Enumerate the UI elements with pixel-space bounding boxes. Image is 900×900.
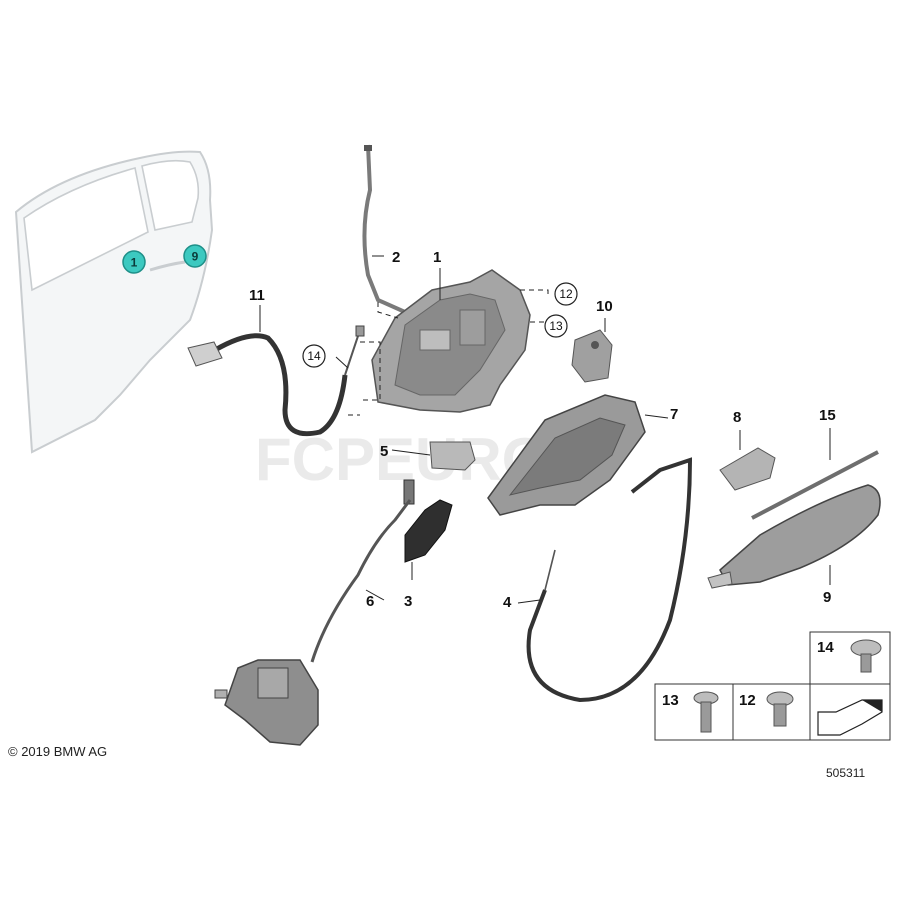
door-marker-9-label: 9 xyxy=(192,250,199,264)
part-11-cable xyxy=(187,325,365,437)
part-5-clip xyxy=(429,441,476,471)
part-2-rod xyxy=(362,144,406,314)
door-marker-1[interactable]: 1 xyxy=(122,250,146,274)
callout-2: 2 xyxy=(392,249,400,266)
latch-assembly xyxy=(214,659,319,746)
callout-7: 7 xyxy=(670,406,678,423)
callout-14: 14 xyxy=(307,349,321,363)
screw-12-icon xyxy=(766,691,794,727)
callout-circle-12: 12 xyxy=(554,282,578,306)
part-8-cover xyxy=(719,447,776,491)
copyright-notice: © 2019 BMW AG xyxy=(8,744,108,759)
screw-13-icon xyxy=(693,691,719,733)
callout-15: 15 xyxy=(819,407,836,424)
callout-circle-14: 14 xyxy=(302,344,326,368)
callout-8: 8 xyxy=(733,409,741,426)
callout-5: 5 xyxy=(380,443,388,460)
door-illustration xyxy=(14,150,214,454)
arrow-symbol-icon xyxy=(817,699,883,736)
callout-circle-13: 13 xyxy=(544,314,568,338)
part-4-cable xyxy=(526,457,693,703)
callout-1: 1 xyxy=(433,249,441,266)
part-10-striker xyxy=(571,329,613,383)
callout-13: 13 xyxy=(549,319,563,333)
legend-14: 14 xyxy=(817,639,834,656)
hardware-legend: 14 13 12 xyxy=(654,631,891,741)
callout-10: 10 xyxy=(596,298,613,315)
screw-14-icon xyxy=(850,639,882,673)
door-marker-9[interactable]: 9 xyxy=(183,244,207,268)
callout-12: 12 xyxy=(559,287,573,301)
callout-3: 3 xyxy=(404,593,412,610)
callout-4: 4 xyxy=(503,594,512,611)
callout-9: 9 xyxy=(823,589,831,606)
part-3-bracket xyxy=(403,479,453,563)
part-15-strip xyxy=(751,450,879,520)
door-marker-1-label: 1 xyxy=(131,256,138,270)
dashed-leaders xyxy=(348,289,549,416)
legend-13: 13 xyxy=(662,692,679,709)
document-number: 505311 xyxy=(826,766,866,780)
callout-11: 11 xyxy=(249,287,265,304)
label-leaders xyxy=(259,255,831,604)
callout-6: 6 xyxy=(366,593,374,610)
part-9-handle xyxy=(707,484,881,589)
part-6-cable xyxy=(310,499,412,663)
part-1-lock-module xyxy=(371,269,531,413)
legend-12: 12 xyxy=(739,692,756,709)
part-7-handle-carrier xyxy=(487,394,646,516)
